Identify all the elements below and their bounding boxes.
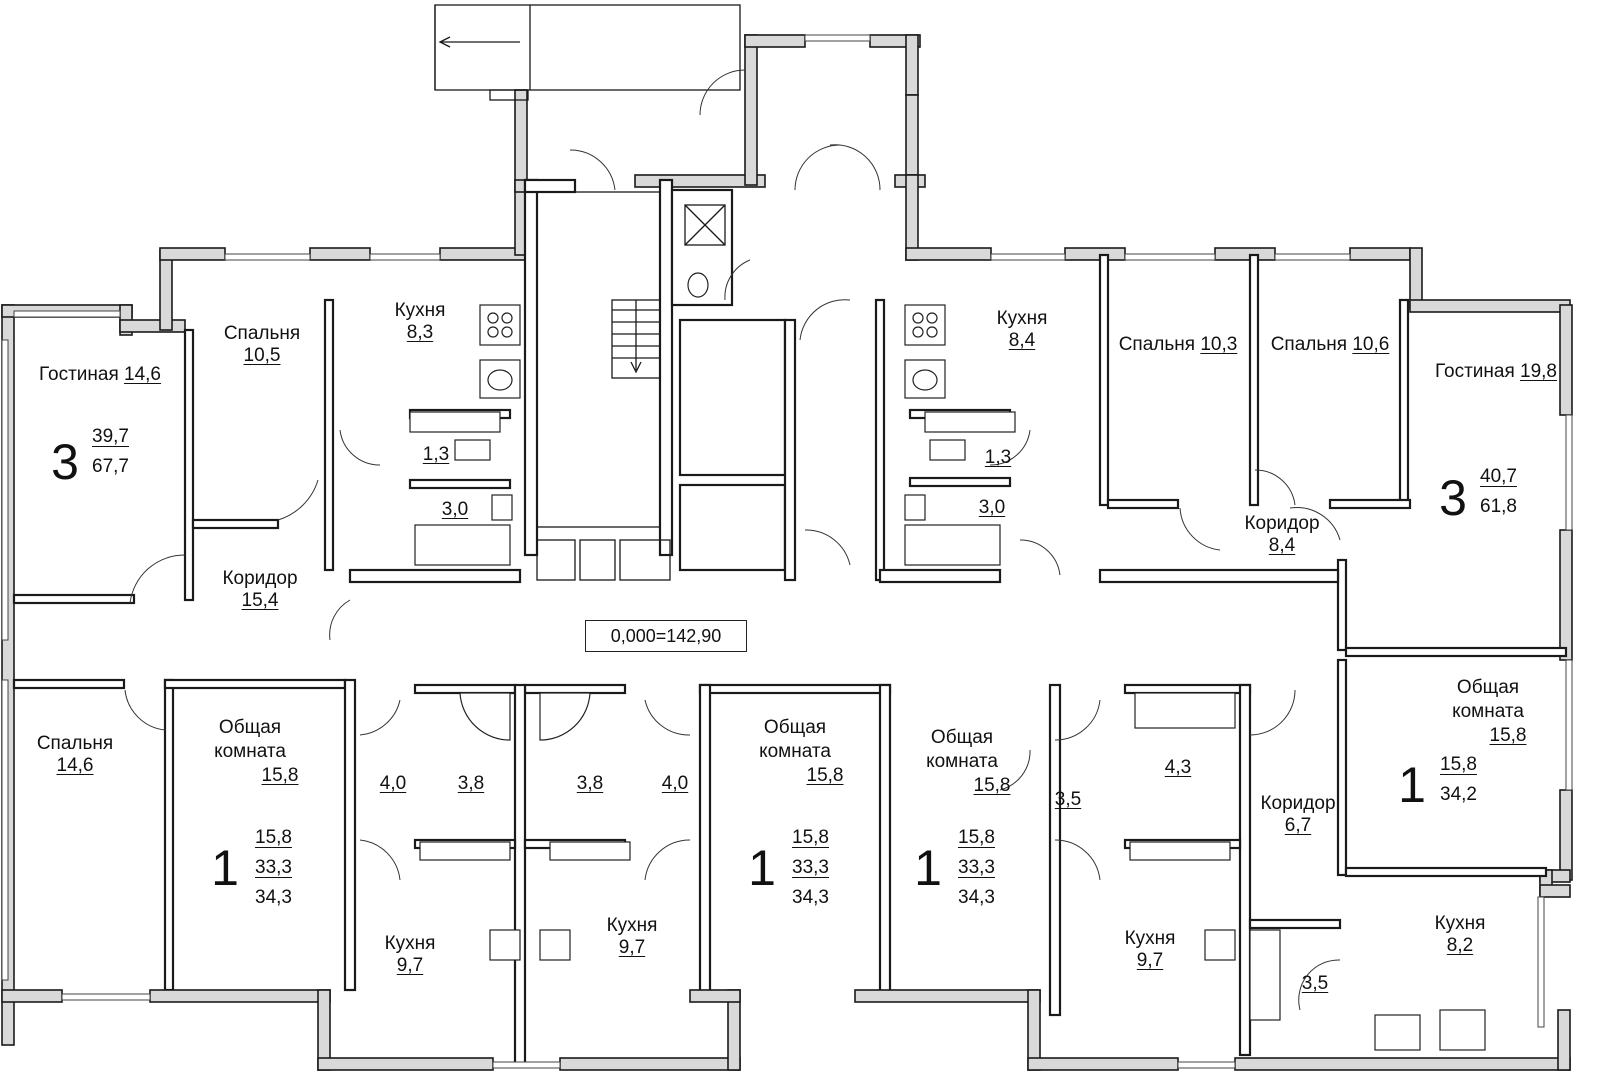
room-label-bath-2: 3,8 [457, 773, 485, 794]
door-swings [124, 69, 1341, 1011]
apartment-rooms-count-a5: 1 [914, 840, 942, 896]
room-label-bath-right: 3,0 [978, 497, 1006, 518]
room-label-living-right: Гостиная 19,8 [1434, 361, 1558, 382]
outer-walls-bottom [1, 989, 1571, 1071]
room-label-bedroom-right-1: Спальня 10,3 [1118, 334, 1238, 355]
room-label-wc-left: 1,3 [422, 444, 450, 465]
core [523, 178, 797, 582]
entrance-canopy [434, 4, 741, 101]
room-label-bath-3: 3,8 [576, 773, 604, 794]
apartment-rooms-count-a1: 3 [51, 434, 79, 490]
apartment-rooms-count-a6: 1 [1398, 757, 1426, 813]
room-label-bath-left: 3,0 [441, 499, 469, 520]
level-mark: 0,000=142,90 [585, 620, 747, 652]
room-label-bath-4: 4,3 [1164, 757, 1192, 778]
fixtures [409, 304, 1486, 1051]
room-label-hall-2: 4,0 [661, 773, 689, 794]
room-label-hall-1: 4,0 [379, 773, 407, 794]
apartment-rooms-count-a4: 1 [748, 840, 776, 896]
room-label-bedroom-right-2: Спальня 10,6 [1270, 334, 1390, 355]
windows [1, 34, 1573, 1028]
apartment-rooms-count-a2: 3 [1439, 470, 1467, 526]
room-label-wc-right: 1,3 [984, 447, 1012, 468]
apartment-rooms-count-a3: 1 [211, 840, 239, 896]
room-label-hall-3: 3,5 [1054, 789, 1082, 810]
room-label-living-left: Гостиная 14,6 [38, 364, 162, 385]
room-label-bath-5: 3,5 [1301, 973, 1329, 994]
